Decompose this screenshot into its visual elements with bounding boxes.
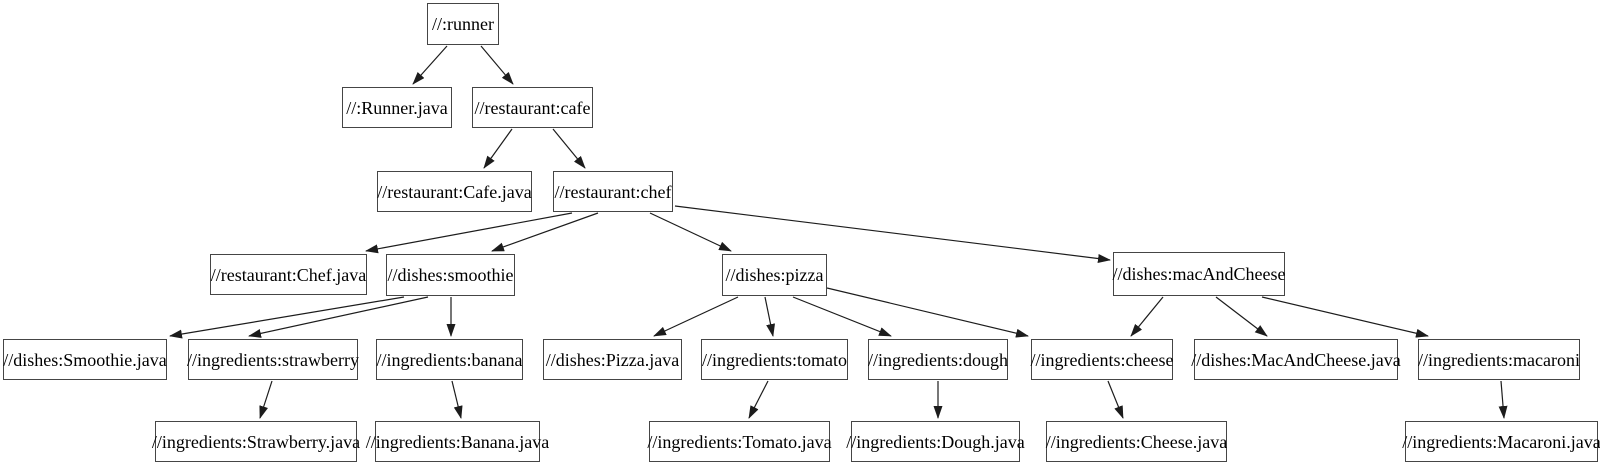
graph-node-dough: //ingredients:dough xyxy=(868,339,1008,380)
graph-node-runner-java: //:Runner.java xyxy=(342,87,452,128)
edge-smoothie-to-strawberry xyxy=(248,296,429,338)
graph-node-pizza-java: //dishes:Pizza.java xyxy=(543,339,682,380)
graph-node-banana-java: //ingredients:Banana.java xyxy=(366,421,549,462)
edge-chef-to-pizza xyxy=(649,212,732,252)
edge-chef-to-mac-and-cheese xyxy=(674,205,1111,263)
edge-pizza-to-pizza-java xyxy=(653,296,739,337)
graph-node-tomato: //ingredients:tomato xyxy=(701,339,848,380)
edge-chef-to-chef-java xyxy=(365,212,573,254)
graph-node-strawberry-java: //ingredients:Strawberry.java xyxy=(152,421,360,462)
edge-cafe-to-chef xyxy=(552,128,586,169)
edge-strawberry-to-strawberry-java xyxy=(259,380,273,419)
graph-node-smoothie-java: //dishes:Smoothie.java xyxy=(3,339,167,380)
graph-node-runner: //:runner xyxy=(427,3,499,45)
graph-node-dough-java: //ingredients:Dough.java xyxy=(846,421,1025,462)
graph-node-banana: //ingredients:banana xyxy=(376,339,523,380)
edge-mac-and-cheese-to-cheese xyxy=(1130,296,1164,337)
edge-mac-and-cheese-to-mac-and-cheese-java xyxy=(1215,296,1268,337)
edge-cafe-to-cafe-java xyxy=(483,128,513,169)
edge-pizza-to-dough xyxy=(792,296,892,337)
edge-chef-to-smoothie xyxy=(491,212,599,252)
edge-macaroni-to-macaroni-java xyxy=(1498,380,1508,419)
edge-runner-to-cafe xyxy=(480,45,514,85)
graph-node-cheese: //ingredients:cheese xyxy=(1031,339,1173,380)
edge-runner-to-runner-java xyxy=(412,45,448,85)
graph-node-cafe: //restaurant:cafe xyxy=(472,87,593,128)
graph-node-cheese-java: //ingredients:Cheese.java xyxy=(1046,421,1227,462)
graph-node-chef-java: //restaurant:Chef.java xyxy=(210,254,367,295)
graph-node-mac-and-cheese-java: //dishes:MacAndCheese.java xyxy=(1191,339,1401,380)
edge-mac-and-cheese-to-macaroni xyxy=(1261,296,1429,338)
graph-node-mac-and-cheese: //dishes:macAndCheese xyxy=(1113,252,1285,296)
graph-node-smoothie: //dishes:smoothie xyxy=(386,254,515,296)
edge-banana-to-banana-java xyxy=(451,380,463,419)
graph-node-chef: //restaurant:chef xyxy=(553,171,673,212)
graph-node-strawberry: //ingredients:strawberry xyxy=(187,339,359,380)
edge-cheese-to-cheese-java xyxy=(1107,380,1124,419)
graph-node-tomato-java: //ingredients:Tomato.java xyxy=(647,421,832,462)
edge-tomato-to-tomato-java xyxy=(748,380,769,419)
edge-smoothie-to-smoothie-java xyxy=(169,296,405,339)
graph-node-pizza: //dishes:pizza xyxy=(722,254,827,296)
graph-node-cafe-java: //restaurant:Cafe.java xyxy=(377,171,532,212)
edge-pizza-to-cheese xyxy=(826,287,1029,338)
graph-node-macaroni: //ingredients:macaroni xyxy=(1418,339,1580,380)
edge-pizza-to-tomato xyxy=(764,296,775,337)
graph-node-macaroni-java: //ingredients:Macaroni.java xyxy=(1402,421,1600,462)
